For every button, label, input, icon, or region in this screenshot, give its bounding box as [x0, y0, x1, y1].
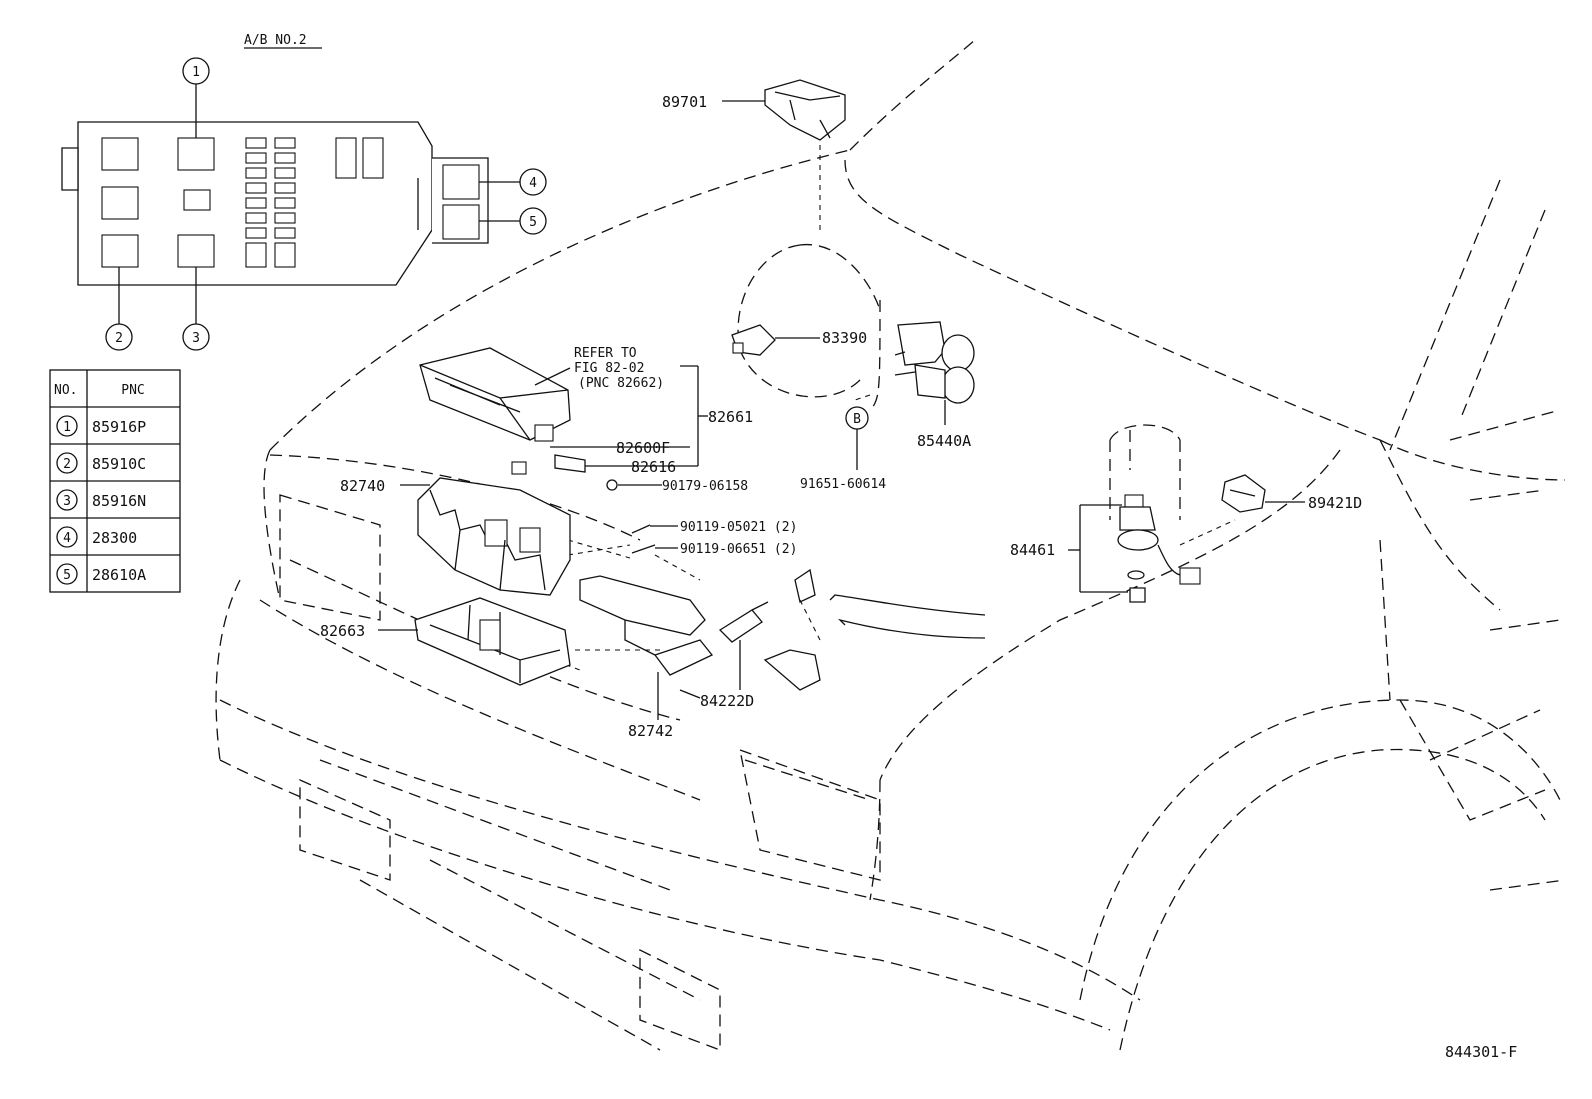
label-refer-2: FIG 82-02 — [574, 361, 644, 376]
svg-text:85916N: 85916N — [92, 492, 146, 510]
leader-lines — [378, 100, 1305, 720]
table-row: 4 28300 — [56, 526, 137, 548]
svg-text:4: 4 — [529, 176, 537, 191]
table-row: 2 85910C — [56, 452, 146, 474]
part-85440a-shape — [894, 321, 975, 404]
label-84461: 84461 — [1010, 541, 1055, 559]
svg-text:B: B — [853, 412, 861, 427]
ab-title: A/B NO.2 — [244, 33, 307, 48]
pnc-table: NO. PNC 1 85916P 2 85910C 3 85916N 4 283… — [49, 369, 181, 593]
label-90119-05021: 90119-05021 (2) — [680, 520, 797, 535]
fuse-rows — [245, 137, 296, 268]
label-91651: 91651-60614 — [800, 477, 886, 492]
callout-4: 4 — [519, 168, 547, 196]
svg-text:5: 5 — [529, 215, 537, 230]
part-90119-05021-shape — [631, 524, 651, 534]
label-refer-3: (PNC 82662) — [578, 376, 664, 391]
part-90119-06651-shape — [631, 544, 656, 554]
label-82742: 82742 — [628, 722, 673, 740]
label-82600f: 82600F — [616, 439, 670, 457]
part-82663-shape — [414, 597, 571, 686]
part-89701-shape — [764, 79, 846, 141]
table-row: 3 85916N — [56, 489, 146, 511]
part-84222d-shape — [718, 601, 769, 643]
part-82616-shape — [554, 454, 586, 473]
part-89421d-shape — [1221, 474, 1266, 513]
callout-1: 1 — [182, 57, 210, 85]
table-row: 5 28610A — [56, 563, 146, 585]
label-84222d: 84222D — [700, 692, 754, 710]
part-83390-shape — [731, 324, 776, 356]
relay-block-schematic: A/B NO.2 — [61, 33, 547, 351]
label-90179: 90179-06158 — [662, 479, 748, 494]
label-89421d: 89421D — [1308, 494, 1362, 512]
label-85440a: 85440A — [917, 432, 971, 450]
callout-5: 5 — [519, 207, 547, 235]
figure-id: 844301-F — [1445, 1043, 1517, 1061]
part-84461-shape — [1117, 494, 1201, 603]
svg-text:2: 2 — [115, 331, 123, 346]
svg-text:2: 2 — [63, 457, 71, 472]
callout-3: 3 — [182, 323, 210, 351]
svg-text:1: 1 — [192, 65, 200, 80]
table-row: 1 85916P — [56, 415, 146, 437]
svg-text:28300: 28300 — [92, 529, 137, 547]
svg-text:28610A: 28610A — [92, 566, 146, 584]
part-82740-shape — [417, 477, 571, 596]
callout-2: 2 — [105, 323, 133, 351]
label-82740: 82740 — [340, 477, 385, 495]
svg-text:3: 3 — [63, 494, 71, 509]
svg-text:85916P: 85916P — [92, 418, 146, 436]
part-82662-shape — [419, 347, 571, 442]
svg-text:1: 1 — [63, 420, 71, 435]
part-82742-shape — [579, 575, 714, 676]
svg-text:85910C: 85910C — [92, 455, 146, 473]
svg-text:5: 5 — [63, 568, 71, 583]
label-refer-1: REFER TO — [574, 346, 637, 361]
label-90119-06651: 90119-06651 (2) — [680, 542, 797, 557]
label-89701: 89701 — [662, 93, 707, 111]
part-82600f-shape — [511, 461, 527, 475]
part-labels: 89701 83390 85440A 91651-60614 REFER TO … — [320, 93, 1517, 1061]
svg-text:4: 4 — [63, 531, 71, 546]
marker-b: B — [845, 406, 869, 430]
table-header-no: NO. — [54, 383, 77, 398]
part-90179-shape — [606, 479, 618, 491]
svg-text:3: 3 — [192, 331, 200, 346]
label-82616: 82616 — [631, 458, 676, 476]
table-header-pnc: PNC — [121, 383, 144, 398]
part-drawings: B — [414, 79, 1266, 691]
label-82661: 82661 — [708, 408, 753, 426]
label-83390: 83390 — [822, 329, 867, 347]
label-82663: 82663 — [320, 622, 365, 640]
